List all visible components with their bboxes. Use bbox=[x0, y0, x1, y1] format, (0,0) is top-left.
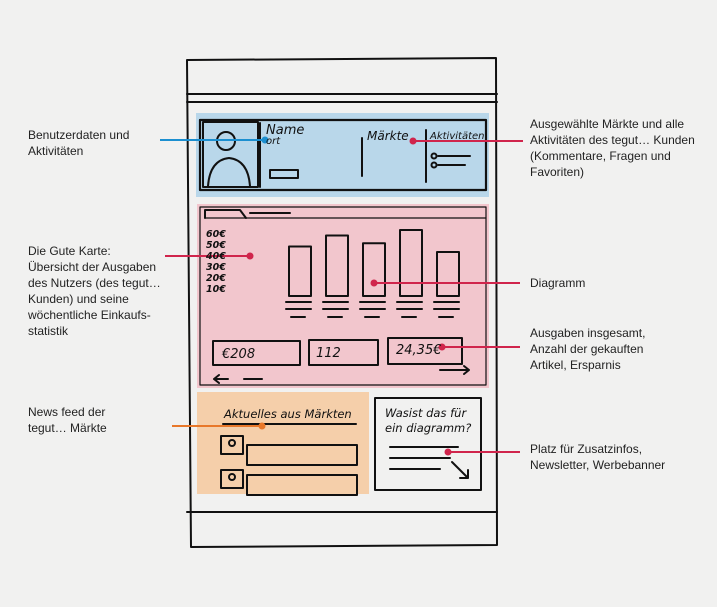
avatar-frame bbox=[202, 121, 259, 188]
profile-card bbox=[198, 118, 488, 192]
news-item-2 bbox=[246, 474, 358, 496]
y-axis-label: 50€ bbox=[206, 240, 226, 251]
arrow-left-icon bbox=[213, 374, 229, 384]
annotation-card-line: Übersicht der Ausgaben bbox=[28, 260, 157, 274]
annotation-chart: Diagramm bbox=[530, 275, 585, 291]
annotation-card: Die Gute Karte: Übersicht der Ausgaben d… bbox=[28, 243, 161, 339]
annotation-totals: Ausgaben insgesamt, Anzahl der gekauften… bbox=[530, 325, 645, 373]
promo-box bbox=[374, 397, 482, 491]
annotation-news: News feed der tegut… Märkte bbox=[28, 404, 107, 436]
stat-savings: 24,35€ bbox=[396, 343, 442, 358]
activities-label: Aktivitäten bbox=[430, 131, 485, 142]
chart-bar bbox=[325, 234, 349, 297]
chart-bar bbox=[436, 251, 460, 297]
stat-total: €208 bbox=[222, 347, 256, 362]
profile-name: Name bbox=[266, 123, 305, 138]
annotation-user-line: Aktivitäten bbox=[28, 144, 84, 158]
y-axis-label: 10€ bbox=[206, 284, 226, 295]
y-axis-label: 20€ bbox=[206, 273, 226, 284]
annotation-extra-line: Newsletter, Werbebanner bbox=[530, 458, 666, 472]
y-axis-label: 40€ bbox=[206, 251, 226, 262]
news-item-1 bbox=[246, 444, 358, 466]
arrow-right-icon bbox=[439, 365, 470, 375]
annotation-totals-line: Artikel, Ersparnis bbox=[530, 358, 621, 372]
chart-bar bbox=[399, 229, 423, 297]
annotation-extra: Platz für Zusatzinfos, Newsletter, Werbe… bbox=[530, 441, 665, 473]
annotation-totals-line: Anzahl der gekauften bbox=[530, 342, 644, 356]
annotation-markets-line: Favoriten) bbox=[530, 165, 585, 179]
annotation-card-line: Die Gute Karte: bbox=[28, 244, 111, 258]
promo-line-2: ein diagramm? bbox=[385, 421, 472, 435]
annotation-markets-line: (Kommentare, Fragen und bbox=[530, 149, 671, 163]
stat-savings-box bbox=[387, 337, 463, 365]
annotation-card-line: Kunden) und seine bbox=[28, 292, 129, 306]
annotation-chart-line: Diagramm bbox=[530, 276, 586, 290]
markets-label: Märkte bbox=[367, 129, 409, 143]
news-zone bbox=[197, 392, 369, 494]
annotation-card-line: wöchentliche Einkaufs- bbox=[28, 308, 151, 322]
phone-frame bbox=[186, 57, 498, 548]
bar-group bbox=[285, 229, 460, 318]
annotation-news-line: News feed der bbox=[28, 405, 106, 419]
annotation-totals-line: Ausgaben insgesamt, bbox=[530, 326, 646, 340]
annotation-card-line: statistik bbox=[28, 324, 69, 338]
annotation-extra-line: Platz für Zusatzinfos, bbox=[530, 442, 643, 456]
annotation-user-line: Benutzerdaten und bbox=[28, 128, 130, 142]
news-title: Aktuelles aus Märkten bbox=[224, 407, 352, 421]
promo-line-1: Wasist das für bbox=[385, 406, 467, 420]
annotation-markets-line: Ausgewählte Märkte und alle bbox=[530, 117, 685, 131]
profile-location: ort bbox=[266, 136, 281, 147]
y-axis-label: 60€ bbox=[206, 229, 226, 240]
annotation-markets-line: Aktivitäten des tegut… Kunden bbox=[530, 133, 695, 147]
chart-bar bbox=[288, 245, 312, 297]
annotation-markets: Ausgewählte Märkte und alle Aktivitäten … bbox=[530, 116, 695, 180]
annotation-news-line: tegut… Märkte bbox=[28, 421, 107, 435]
chart-bar bbox=[362, 242, 386, 297]
annotation-card-line: des Nutzers (des tegut… bbox=[28, 276, 161, 290]
stat-items-box bbox=[308, 339, 379, 366]
stat-items: 112 bbox=[316, 346, 341, 361]
stat-total-box bbox=[212, 340, 301, 366]
y-axis-label: 30€ bbox=[206, 262, 226, 273]
promo-arrow-icon bbox=[451, 461, 469, 479]
annotation-user: Benutzerdaten und Aktivitäten bbox=[28, 127, 129, 159]
card-panel bbox=[199, 206, 487, 386]
